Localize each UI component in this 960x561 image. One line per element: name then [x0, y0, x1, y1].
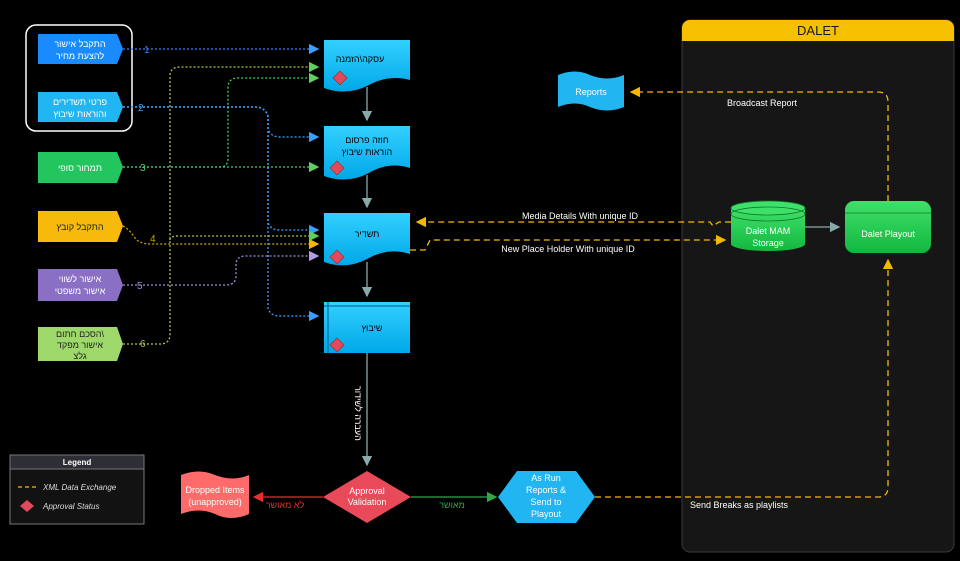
input-2-box[interactable]: פרטי תשדירים והוראות שיבוץ	[38, 92, 123, 122]
input-1-line2: להצעת מחיר	[56, 51, 105, 61]
input-2-number: 2	[138, 103, 144, 114]
xml-broadcast-report	[629, 86, 889, 201]
legend-approval-icon	[20, 500, 34, 512]
playout-label: Dalet Playout	[861, 229, 915, 239]
commercial-label: תשדיר	[355, 229, 380, 239]
contract-line1: חוזה פרסום	[345, 135, 389, 145]
approval-validation-diamond[interactable]: Approval Validation	[323, 471, 411, 523]
asrun-line1: As Run	[531, 473, 561, 483]
placeholder-label: New Place Holder With unique ID	[501, 244, 635, 254]
input-6-line3: גלצ	[73, 351, 86, 361]
transfer-label: העברה לשידור	[353, 386, 363, 441]
commercial-box[interactable]: תשדיר	[324, 213, 410, 266]
link-6a	[123, 61, 320, 345]
dropped-line1: Dropped Items	[185, 485, 245, 495]
xml-send-breaks	[595, 258, 894, 498]
input-5-number: 5	[137, 281, 143, 292]
xml-placeholder	[410, 234, 727, 251]
legend-title: Legend	[63, 458, 92, 467]
input-6-line2: אישור מפקד	[57, 340, 104, 350]
input-1-line1: התקבל אישור	[54, 39, 105, 49]
input-group-frame	[25, 24, 133, 132]
link-6b	[169, 230, 320, 242]
dropped-line2: (unapproved)	[188, 497, 242, 507]
mam-line1: Dalet MAM	[746, 226, 791, 236]
dalet-title: DALET	[797, 23, 839, 38]
contract-approval-icon	[329, 160, 345, 176]
schedule-approval-icon	[329, 337, 345, 353]
deal-box[interactable]: עסקה\הזמנה	[324, 40, 410, 92]
link-2b	[123, 106, 320, 236]
as-run-hexagon[interactable]: As Run Reports & Send to Playout	[498, 471, 595, 523]
broadcast-report-label: Broadcast Report	[727, 98, 798, 108]
input-2-line1: פרטי תשדירים	[53, 97, 107, 107]
schedule-box[interactable]: שיבוץ	[324, 302, 410, 353]
input-1-box[interactable]: התקבל אישור להצעת מחיר	[38, 34, 123, 64]
input-4-line1: התקבל קובץ	[56, 222, 103, 232]
send-breaks-label: Send Breaks as playlists	[690, 500, 789, 510]
link-4	[122, 225, 320, 250]
input-6-number: 6	[140, 339, 146, 350]
input-6-box[interactable]: הסכם חתום\ אישור מפקד גלצ	[38, 327, 123, 361]
asrun-line4: Playout	[531, 509, 562, 519]
commercial-approval-icon	[329, 249, 345, 265]
dalet-playout-box[interactable]: Dalet Playout	[845, 201, 931, 253]
input-3-number: 3	[140, 163, 146, 174]
media-details-label: Media Details With unique ID	[522, 211, 639, 221]
legend-xml-label: XML Data Exchange	[42, 483, 117, 492]
mam-line2: Storage	[752, 238, 784, 248]
contract-box[interactable]: חוזה פרסום הוראות שיבוץ	[324, 126, 410, 180]
link-2c	[123, 106, 320, 322]
dalet-panel: DALET	[681, 19, 955, 553]
reports-label: Reports	[575, 87, 607, 97]
dropped-items-box[interactable]: Dropped Items (unapproved)	[181, 471, 249, 519]
legend: Legend XML Data Exchange Approval Status	[9, 454, 145, 525]
input-3-line1: תמחור סופי	[58, 163, 102, 173]
reports-box[interactable]: Reports	[558, 71, 624, 111]
contract-line2: הוראות שיבוץ	[342, 147, 393, 157]
input-1-number: 1	[144, 45, 150, 56]
mam-storage-cylinder[interactable]: Dalet MAM Storage	[730, 200, 806, 251]
input-5-box[interactable]: אישור לשווי אישור משפטי	[38, 269, 123, 301]
legend-approval-label: Approval Status	[42, 502, 99, 511]
approved-label: מאושר	[439, 500, 465, 510]
xml-media-details	[415, 216, 731, 228]
deal-approval-icon	[332, 70, 348, 86]
input-5-line2: אישור משפטי	[55, 286, 106, 296]
validation-line1: Approval	[349, 486, 385, 496]
input-5-line1: אישור לשווי	[59, 274, 102, 284]
schedule-label: שיבוץ	[362, 323, 383, 333]
input-2-line2: והוראות שיבוץ	[54, 109, 107, 119]
input-3-box[interactable]: תמחור סופי	[38, 152, 123, 183]
link-2a	[123, 106, 320, 143]
link-3b	[123, 72, 320, 168]
not-approved-label: לא מאושר	[266, 500, 305, 510]
link-5	[123, 250, 320, 286]
input-6-line1: הסכם חתום\	[56, 329, 104, 339]
asrun-line2: Reports &	[526, 485, 566, 495]
input-4-box[interactable]: התקבל קובץ	[38, 211, 123, 242]
deal-label: עסקה\הזמנה	[336, 54, 384, 64]
asrun-line3: Send to	[530, 497, 561, 507]
validation-line2: Validation	[348, 497, 387, 507]
input-4-number: 4	[150, 234, 156, 245]
